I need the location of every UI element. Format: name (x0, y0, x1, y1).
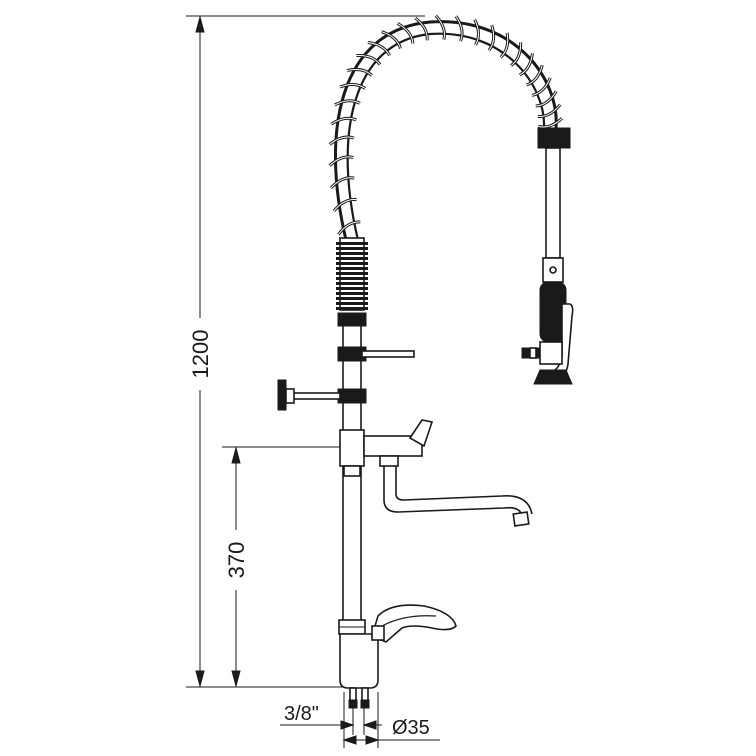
bellows-rib (336, 272, 368, 275)
total-height-label: 1200 (188, 330, 213, 379)
spray-head-top-collar (537, 127, 571, 149)
coil-loop-highlight (535, 90, 557, 107)
bellows-rib (336, 242, 368, 245)
spring-support-arm (361, 350, 415, 358)
coil-loop-highlight (330, 117, 357, 125)
bellows (336, 237, 368, 311)
bellows-rib (336, 262, 368, 265)
coil-loop-highlight (500, 32, 509, 58)
coil-loop-highlight (338, 221, 361, 235)
spray-nozzle-icon (533, 369, 573, 385)
column-top-collar (337, 312, 367, 327)
spout-aerator (512, 511, 530, 527)
coil-loop-highlight (330, 177, 355, 189)
coil-loop-highlight (333, 198, 357, 212)
coil-loop-highlight (537, 104, 561, 117)
coil-loop-highlight (474, 19, 479, 46)
bellows-rib (336, 287, 368, 290)
wall-bracket-knob (277, 379, 287, 411)
coil-loop-highlight (334, 100, 361, 106)
bellows-rib (336, 252, 368, 255)
arrow-right-icon (365, 735, 380, 745)
mixer-assembly (339, 604, 457, 709)
coil-loop-highlight (538, 117, 563, 128)
arrow-right-icon (340, 720, 355, 730)
arrow-down-icon (195, 670, 205, 688)
coil-loop-highlight (415, 17, 428, 41)
outlet-height-label: 370 (224, 542, 249, 579)
coil-loop-highlight (367, 42, 391, 56)
coil-loop-highlight (339, 84, 366, 89)
spring-hose (328, 14, 564, 241)
spray-head-tube (545, 147, 561, 259)
coil-loop-highlight (397, 22, 414, 44)
arrow-up-icon (231, 446, 241, 464)
body-diameter-label: Ø35 (392, 717, 430, 739)
bellows-rib (336, 267, 368, 270)
inlet-thread-label: 3/8" (284, 703, 319, 725)
bellows-rib (336, 297, 368, 300)
spring-coil (328, 14, 564, 236)
mixer-lever-icon (371, 604, 457, 643)
coil-loop-highlight (531, 77, 551, 96)
coil-loop-highlight (455, 16, 463, 42)
coil-loop-highlight (347, 68, 373, 76)
coil-loop-highlight (356, 54, 381, 65)
coil-loop-highlight (381, 31, 401, 49)
spout-valve-lever-icon (408, 419, 434, 448)
arrow-up-icon (195, 15, 205, 33)
arrow-left-icon (342, 735, 357, 745)
bellows-rib (336, 257, 368, 260)
coil-loop-highlight (329, 156, 354, 167)
total-height-dimension: 1200 (186, 15, 425, 688)
coil-loop-highlight (329, 136, 355, 145)
tee-body (339, 429, 365, 467)
bellows-rib (336, 282, 368, 285)
bellows-rib (336, 307, 368, 310)
spray-head (521, 127, 574, 385)
spout-assembly (363, 419, 533, 527)
column-mid-collar (337, 388, 367, 404)
coil-loop-highlight (519, 53, 533, 76)
arrow-down-icon (231, 670, 241, 688)
outlet-height-dimension: 370 (222, 446, 340, 688)
coil-loop-highlight (488, 25, 495, 51)
coil-loop-highlight (510, 42, 522, 67)
coil-loop-highlight (526, 64, 543, 86)
bellows-rib (336, 292, 368, 295)
vertical-column (277, 312, 415, 635)
bellows-ribs (336, 242, 368, 310)
base-dimensions: 3/8" Ø35 (280, 692, 440, 748)
bellows-rib (336, 277, 368, 280)
mixer-body (339, 633, 379, 689)
coil-loop-highlight (435, 15, 445, 40)
bellows-rib (336, 302, 368, 305)
bellows-rib (336, 247, 368, 250)
